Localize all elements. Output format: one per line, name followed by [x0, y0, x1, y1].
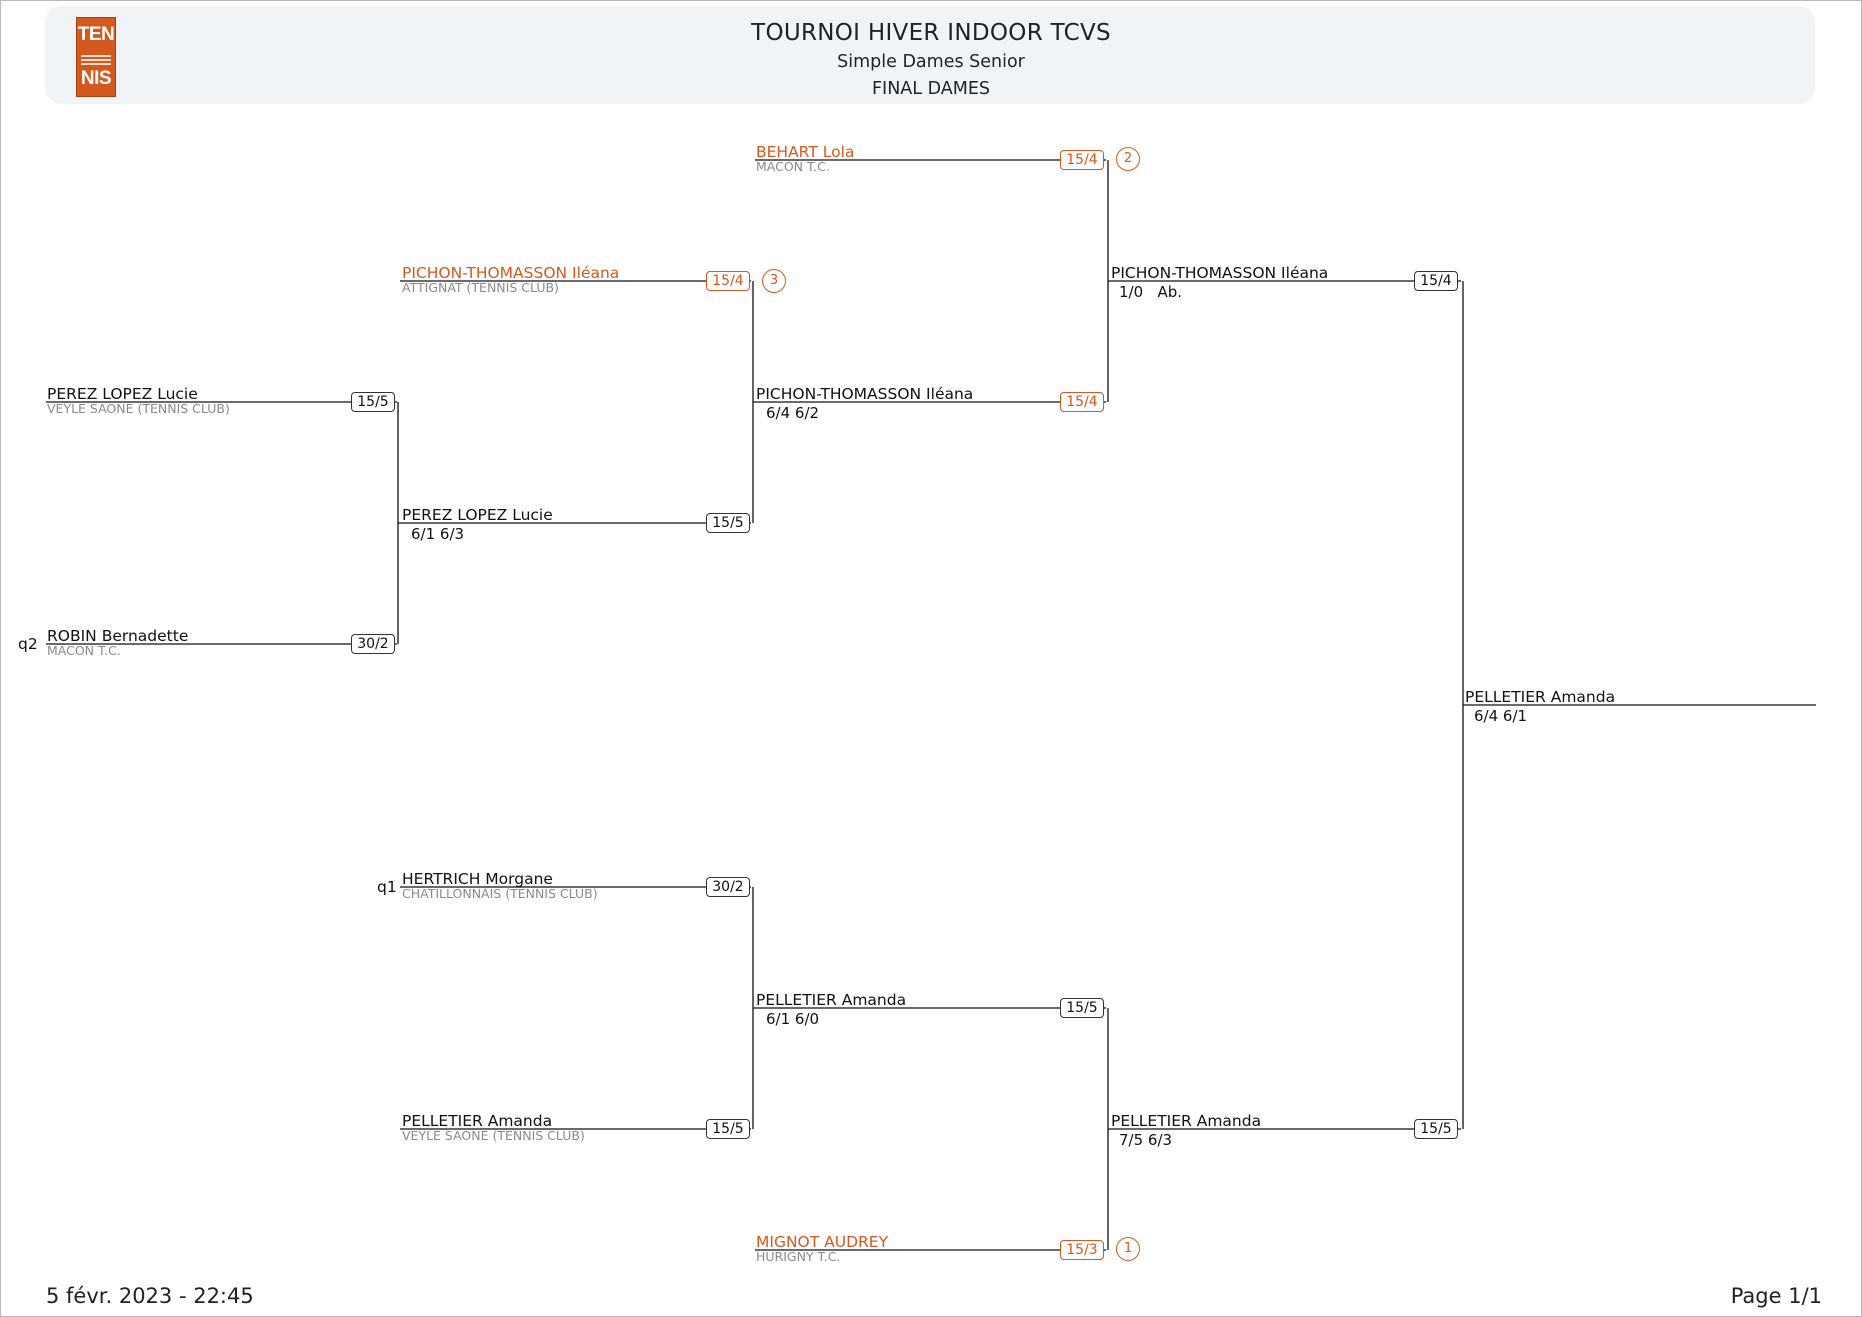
player-name-pelletier: PELLETIER Amanda: [402, 1112, 553, 1130]
winner-name-perez-lopez: PEREZ LOPEZ Lucie: [402, 506, 553, 524]
ranking-badge-pichon-thomasson-sf: 15/4: [1414, 271, 1458, 291]
player-club-robin: MACON T.C.: [47, 643, 121, 658]
seed-badge-pichon-thomasson: 3: [762, 269, 786, 293]
tournament-title: TOURNOI HIVER INDOOR TCVS: [751, 20, 1111, 46]
ranking-badge-hertrich: 30/2: [706, 877, 750, 897]
player-club-pelletier: VEYLE SAONE (TENNIS CLUB): [402, 1128, 585, 1143]
ranking-badge-pelletier-sf: 15/5: [1414, 1119, 1458, 1139]
winner-name-pichon-thomasson-r2: PICHON-THOMASSON Iléana: [756, 385, 974, 403]
header-banner: [45, 6, 1815, 104]
player-name-robin: ROBIN Bernadette: [47, 627, 189, 645]
player-club-behart: MACON T.C.: [756, 159, 830, 174]
match-score-pichon-thomasson-sf: 1/0 Ab.: [1119, 283, 1182, 301]
player-name-perez-lopez: PEREZ LOPEZ Lucie: [47, 385, 198, 403]
page-number: Page 1/1: [1730, 1284, 1822, 1308]
match-score-pelletier-sf: 7/5 6/3: [1119, 1131, 1173, 1149]
ranking-badge-pelletier-r3: 15/5: [1060, 998, 1104, 1018]
player-club-hertrich: CHATILLONNAIS (TENNIS CLUB): [402, 886, 598, 901]
match-score-perez-lopez: 6/1 6/3: [411, 525, 465, 543]
ranking-badge-pichon-thomasson: 15/4: [706, 271, 750, 291]
winner-name-pichon-thomasson-sf: PICHON-THOMASSON Iléana: [1111, 264, 1329, 282]
ranking-badge-perez-lopez: 15/5: [351, 392, 395, 412]
player-name-behart: BEHART Lola: [756, 143, 855, 161]
seed-badge-mignot: 1: [1116, 1237, 1140, 1261]
winner-name-pelletier-sf: PELLETIER Amanda: [1111, 1112, 1262, 1130]
ranking-badge-mignot: 15/3: [1060, 1240, 1104, 1260]
player-name-mignot: MIGNOT AUDREY: [756, 1233, 889, 1251]
ranking-badge-behart: 15/4: [1060, 150, 1104, 170]
logo-line: [81, 63, 111, 65]
logo-line: [81, 59, 111, 61]
final-match-score: 6/4 6/1: [1474, 707, 1528, 725]
player-club-pichon-thomasson: ATTIGNAT (TENNIS CLUB): [402, 280, 559, 295]
ranking-badge-pelletier: 15/5: [706, 1119, 750, 1139]
fft-tennis-logo: TEN NIS: [76, 17, 116, 97]
qualifier-tag-robin: q2: [18, 635, 38, 653]
logo-line: [81, 55, 111, 57]
match-score-pichon-thomasson-r2: 6/4 6/2: [766, 404, 820, 422]
ranking-badge-pichon-thomasson-r3: 15/4: [1060, 392, 1104, 412]
winner-name-pelletier-r2: PELLETIER Amanda: [756, 991, 907, 1009]
event-subtitle: Simple Dames Senior: [837, 52, 1025, 72]
seed-badge-behart: 2: [1116, 147, 1140, 171]
ranking-badge-robin: 30/2: [351, 634, 395, 654]
player-name-pichon-thomasson: PICHON-THOMASSON Iléana: [402, 264, 620, 282]
logo-text-top: TEN: [77, 24, 115, 45]
qualifier-tag-hertrich: q1: [377, 878, 397, 896]
tournament-winner-name: PELLETIER Amanda: [1465, 688, 1616, 706]
logo-text-bottom: NIS: [80, 68, 112, 89]
print-datetime: 5 févr. 2023 - 22:45: [46, 1284, 254, 1308]
player-club-mignot: HURIGNY T.C.: [756, 1249, 841, 1264]
match-score-pelletier-r2: 6/1 6/0: [766, 1010, 820, 1028]
phase-title: FINAL DAMES: [871, 79, 990, 99]
player-name-hertrich: HERTRICH Morgane: [402, 870, 553, 888]
player-club-perez-lopez: VEYLE SAONE (TENNIS CLUB): [47, 401, 230, 416]
ranking-badge-perez-lopez-r2: 15/5: [706, 513, 750, 533]
